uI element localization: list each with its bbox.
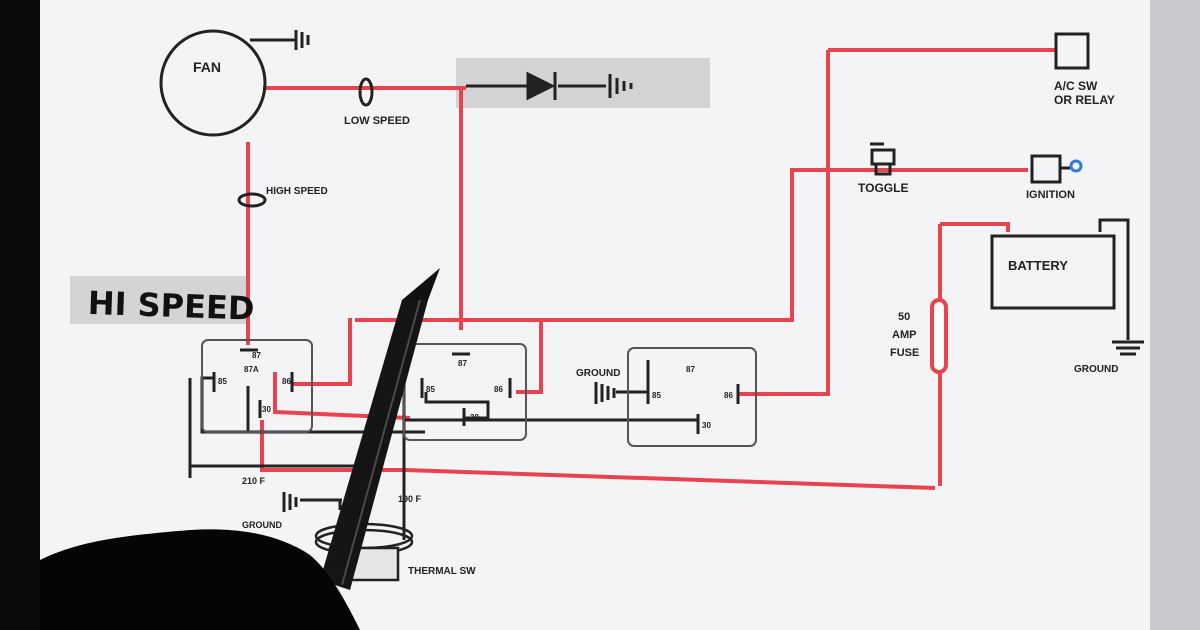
fan-ground-icon: [294, 30, 310, 50]
temp-high-label: 210 F: [242, 476, 266, 486]
relay3-pin30: 30: [702, 421, 711, 430]
high-speed-resistor-icon: [237, 192, 267, 208]
ignition-icon: [1030, 154, 1083, 184]
relay1-pin30: 30: [262, 405, 271, 414]
black-wires: [188, 38, 1130, 540]
high-speed-label: HIGH SPEED: [266, 186, 328, 197]
relay3-pin86: 86: [724, 391, 733, 400]
relay-ground-label: GROUND: [576, 368, 620, 379]
battery-ground-icon: [1112, 340, 1144, 356]
relay1-pin87: 87: [252, 351, 261, 360]
fuse-icon: [930, 298, 948, 374]
ignition-label: IGNITION: [1026, 189, 1075, 201]
fan-motor: [159, 29, 267, 137]
diode-icon: [526, 71, 557, 101]
ac-switch-label-2: OR RELAY: [1054, 93, 1115, 107]
toggle-switch-icon: [870, 142, 896, 176]
thermal-ground-icon: [282, 492, 298, 512]
relay-1: 87 87A 85 86 30: [201, 339, 313, 433]
hi-speed-tag-bg: [70, 276, 246, 324]
relay2-pin30: 30: [470, 413, 479, 422]
hi-speed-tag: HI SPEED: [87, 284, 255, 328]
relay2-pin86: 86: [494, 385, 503, 394]
fan-label: FAN: [193, 59, 221, 75]
relay-3: 87 85 86 30: [627, 347, 757, 447]
relay2-pin85: 85: [426, 385, 435, 394]
relay-2: 87 85 86 30: [403, 343, 527, 441]
fuse-label-3: FUSE: [890, 347, 919, 359]
ac-switch-box: [1054, 32, 1090, 70]
highlight-strip: [456, 58, 710, 108]
diode-ground-icon: [608, 74, 633, 98]
pen: [320, 268, 440, 590]
battery-ground-label: GROUND: [1074, 364, 1118, 375]
relay-ground-icon: [594, 382, 616, 404]
relay1-pin86: 86: [282, 377, 291, 386]
battery-label: BATTERY: [1008, 258, 1068, 273]
relay1-pin85: 85: [218, 377, 227, 386]
relay3-pin87: 87: [686, 365, 695, 374]
temp-low-label: 190 F: [398, 494, 422, 504]
relay2-pin87: 87: [458, 359, 467, 368]
relay1-pin87a: 87A: [244, 365, 259, 374]
battery-box: [990, 234, 1116, 310]
thermal-ground-label: GROUND: [242, 520, 282, 530]
ac-switch-label-1: A/C SW: [1054, 79, 1098, 93]
hand-silhouette: [40, 529, 360, 630]
relay3-pin85: 85: [652, 391, 661, 400]
thermal-switch-label: THERMAL SW: [408, 566, 476, 577]
fuse-label-1: 50: [898, 311, 910, 323]
toggle-label: TOGGLE: [858, 181, 908, 195]
low-speed-resistor-icon: [358, 77, 374, 107]
fuse-label-2: AMP: [892, 329, 916, 341]
low-speed-label: LOW SPEED: [344, 115, 410, 127]
